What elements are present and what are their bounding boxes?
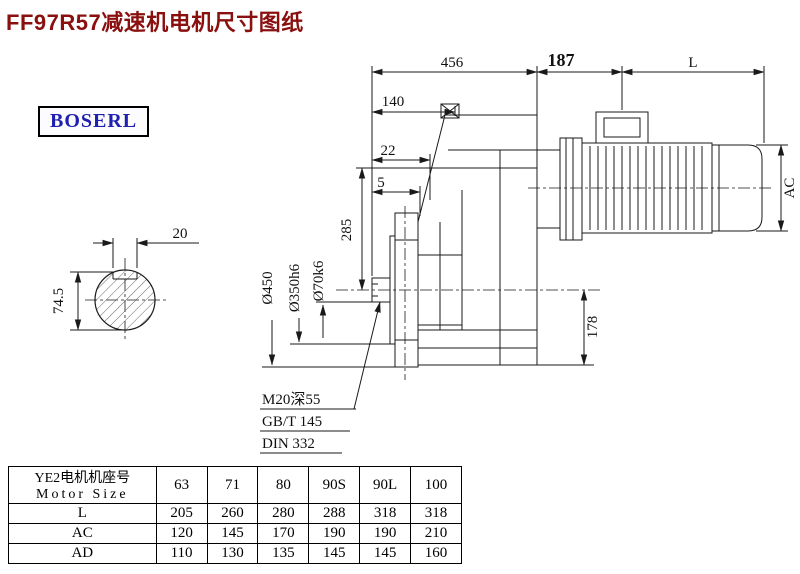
row-label: AD — [8, 543, 157, 564]
dim-285: 285 — [339, 219, 355, 242]
thread-note — [260, 301, 381, 454]
motor-size-table: YE2电机机座号 Motor Size 63 71 80 90S 90L 100… — [8, 466, 462, 564]
dim-187: 187 — [548, 50, 575, 70]
dimension-lines — [70, 66, 788, 368]
table-row-AD: AD 110 130 135 145 145 160 — [8, 543, 462, 564]
table-cell: 145 — [206, 523, 259, 544]
dim-74-5: 74.5 — [51, 288, 67, 314]
table-row-AC: AC 120 145 170 190 190 210 — [8, 523, 462, 544]
size-col-63: 63 — [155, 466, 208, 504]
table-cell: 318 — [410, 503, 462, 524]
size-col-80: 80 — [257, 466, 310, 504]
note-gbt145: GB/T 145 — [262, 414, 322, 430]
gearbox-housing — [417, 103, 538, 366]
dim-dia450: Ø450 — [260, 271, 276, 304]
boserl-logo: BOSERL — [38, 106, 150, 137]
table-row-L: L 205 260 280 288 318 318 — [8, 503, 462, 524]
table-cell: 205 — [155, 503, 208, 524]
shaft-end-view — [94, 269, 156, 331]
table-cell: 190 — [308, 523, 361, 544]
table-cell: 190 — [359, 523, 412, 544]
table-cell: 280 — [257, 503, 310, 524]
dim-178: 178 — [585, 316, 601, 339]
dim-L: L — [688, 55, 697, 71]
table-cell: 318 — [359, 503, 412, 524]
technical-drawing: 456 187 L 140 22 5 285 Ø450 Ø350h6 Ø70k6… — [51, 50, 798, 454]
table-cell: 160 — [410, 543, 462, 564]
size-col-100: 100 — [410, 466, 462, 504]
table-cell: 210 — [410, 523, 462, 544]
table-cell: 135 — [257, 543, 310, 564]
page-title: FF97R57减速机电机尺寸图纸 — [6, 10, 304, 35]
row-label: AC — [8, 523, 157, 544]
table-cell: 145 — [359, 543, 412, 564]
header-motor-size-cn: YE2电机机座号 — [34, 471, 131, 486]
header-motor-size-en: Motor Size — [36, 487, 129, 502]
motor — [536, 111, 763, 241]
table-cell: 170 — [257, 523, 310, 544]
dim-dia70: Ø70k6 — [311, 260, 327, 301]
size-col-71: 71 — [206, 466, 259, 504]
size-col-90l: 90L — [359, 466, 412, 504]
table-cell: 260 — [206, 503, 259, 524]
centerlines — [85, 187, 774, 380]
dim-140: 140 — [382, 94, 405, 110]
dim-5: 5 — [377, 175, 385, 191]
dim-456: 456 — [441, 55, 464, 71]
table-header-row: YE2电机机座号 Motor Size 63 71 80 90S 90L 100 — [8, 466, 462, 504]
row-label: L — [8, 503, 157, 524]
note-din332: DIN 332 — [262, 436, 315, 452]
dim-20: 20 — [173, 226, 188, 242]
table-cell: 130 — [206, 543, 259, 564]
dim-22: 22 — [381, 143, 396, 159]
note-m20: M20深55 — [262, 391, 320, 408]
dim-dia350: Ø350h6 — [287, 263, 303, 312]
size-col-90s: 90S — [308, 466, 361, 504]
header-motor-size: YE2电机机座号 Motor Size — [8, 466, 157, 504]
dim-AC: AC — [782, 178, 798, 199]
output-flange-shaft — [371, 212, 419, 368]
table-cell: 288 — [308, 503, 361, 524]
table-cell: 145 — [308, 543, 361, 564]
table-cell: 110 — [155, 543, 208, 564]
table-cell: 120 — [155, 523, 208, 544]
